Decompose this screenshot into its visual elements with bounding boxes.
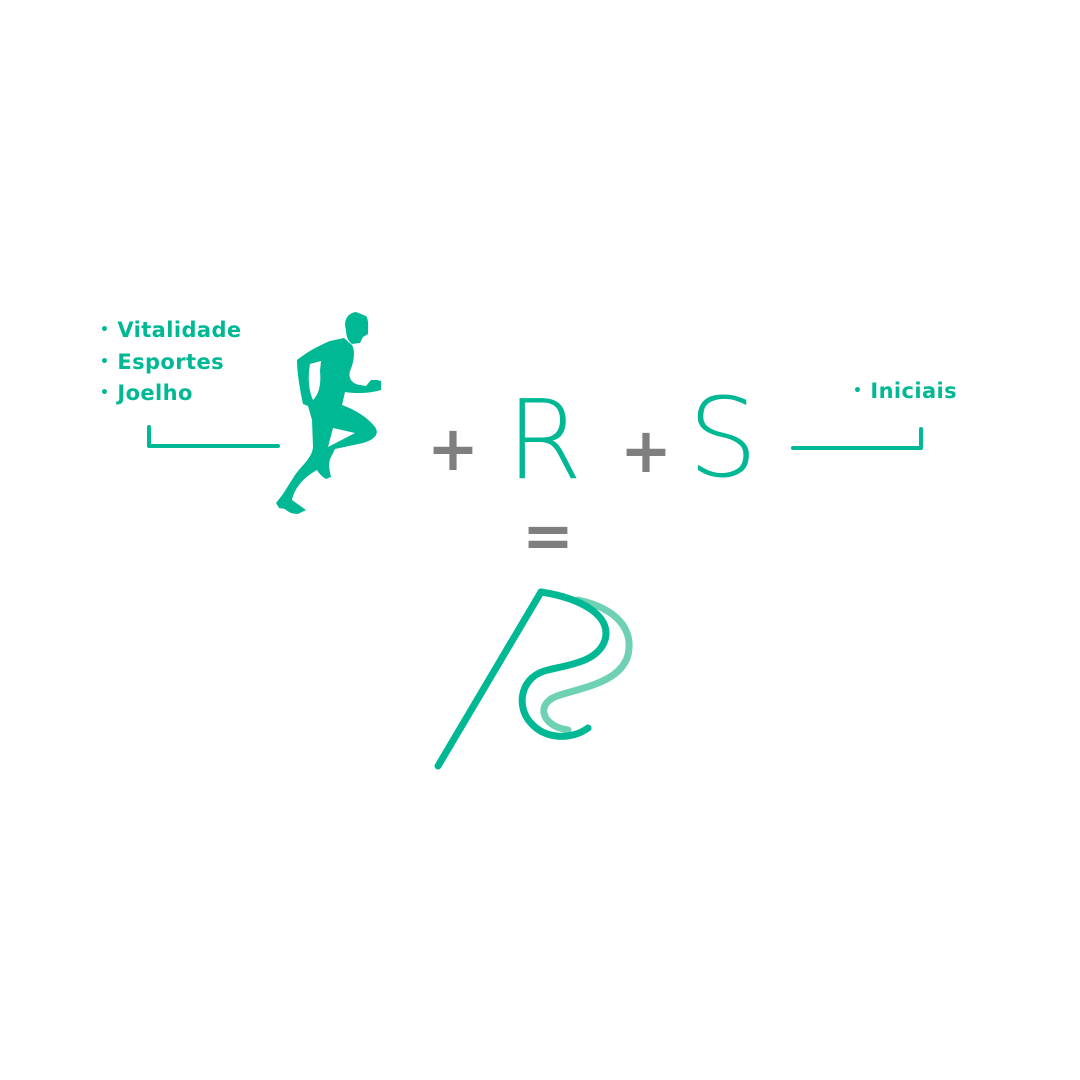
- note-label: Iniciais: [870, 379, 958, 403]
- bullet-dot: •: [100, 353, 110, 370]
- letter-r: R: [506, 376, 583, 504]
- note-label: Vitalidade: [117, 318, 242, 342]
- note-item: • Esportes: [100, 348, 242, 380]
- bullet-dot: •: [100, 385, 110, 401]
- bullet-dot: •: [853, 383, 863, 399]
- logo-stem: [434, 588, 545, 770]
- right-bracket: [791, 427, 923, 450]
- note-item: • Vitalidade: [100, 316, 242, 348]
- left-notes-list: • Vitalidade • Esportes • Joelho: [100, 316, 242, 411]
- plus-operator: +: [620, 414, 672, 487]
- note-item: • Joelho: [100, 379, 242, 411]
- note-item: • Iniciais: [853, 377, 957, 409]
- logo-r-curve: [518, 588, 610, 740]
- equals-operator: =: [522, 499, 574, 572]
- note-label: Esportes: [117, 349, 225, 374]
- left-bracket: [147, 425, 280, 448]
- logo-s-ribbon: [540, 596, 633, 734]
- letter-s: S: [688, 374, 758, 502]
- bullet-dot: •: [100, 322, 110, 338]
- note-label: Joelho: [117, 381, 193, 405]
- plus-operator: +: [427, 412, 479, 485]
- right-notes-list: • Iniciais: [853, 377, 957, 409]
